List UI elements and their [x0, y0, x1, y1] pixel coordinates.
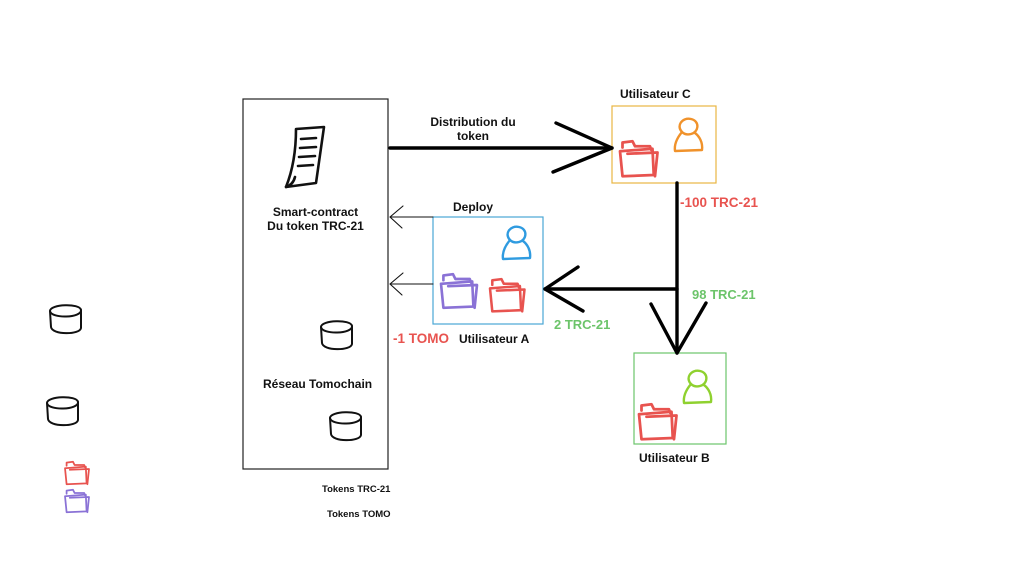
tomochain-network-panel	[242, 98, 389, 470]
folder-icon	[439, 272, 479, 310]
plus-2-trc21-label: 2 TRC-21	[554, 317, 611, 332]
database-icon	[46, 396, 80, 427]
legend-tomo-label: Tokens TOMO	[327, 509, 391, 520]
minus-100-trc21-label: -100 TRC-21	[680, 195, 759, 210]
user-b-label: Utilisateur B	[639, 451, 710, 465]
user-icon	[501, 225, 532, 261]
smart-contract-label: Smart-contract Du token TRC-21	[253, 205, 378, 233]
folder-icon	[64, 460, 90, 486]
distribution-label: Distribution du token	[420, 115, 526, 143]
deploy-label: Deploy	[453, 200, 494, 214]
arrow-icon	[389, 205, 434, 229]
distribution-label-line2: token	[456, 129, 489, 143]
smart-contract-label-line1: Smart-contract	[272, 205, 359, 219]
database-icon	[329, 411, 363, 442]
arrow-icon	[543, 265, 679, 313]
user-b-box	[633, 352, 727, 445]
folder-icon	[64, 488, 90, 514]
folder-icon	[618, 139, 659, 178]
legend-trc21-label: Tokens TRC-21	[322, 484, 391, 495]
distribution-label-line1: Distribution du	[430, 115, 516, 129]
database-icon	[49, 304, 83, 335]
user-c-label: Utilisateur C	[620, 87, 691, 101]
minus-1-tomo-label: -1 TOMO	[393, 331, 450, 346]
smart-contract-label-line2: Du token TRC-21	[267, 219, 364, 233]
document-icon	[284, 125, 326, 189]
database-icon	[320, 320, 354, 351]
network-label: Réseau Tomochain	[263, 377, 373, 391]
arrow-icon	[389, 272, 434, 296]
user-c-box	[611, 105, 717, 184]
user-icon	[673, 117, 704, 153]
arrow-icon	[388, 121, 614, 174]
arrow-icon	[649, 181, 708, 355]
plus-98-trc21-label: 98 TRC-21	[692, 287, 756, 302]
user-a-box	[432, 216, 544, 325]
user-a-label: Utilisateur A	[459, 332, 530, 346]
folder-icon	[488, 277, 526, 313]
user-icon	[682, 369, 713, 405]
folder-icon	[637, 402, 678, 441]
